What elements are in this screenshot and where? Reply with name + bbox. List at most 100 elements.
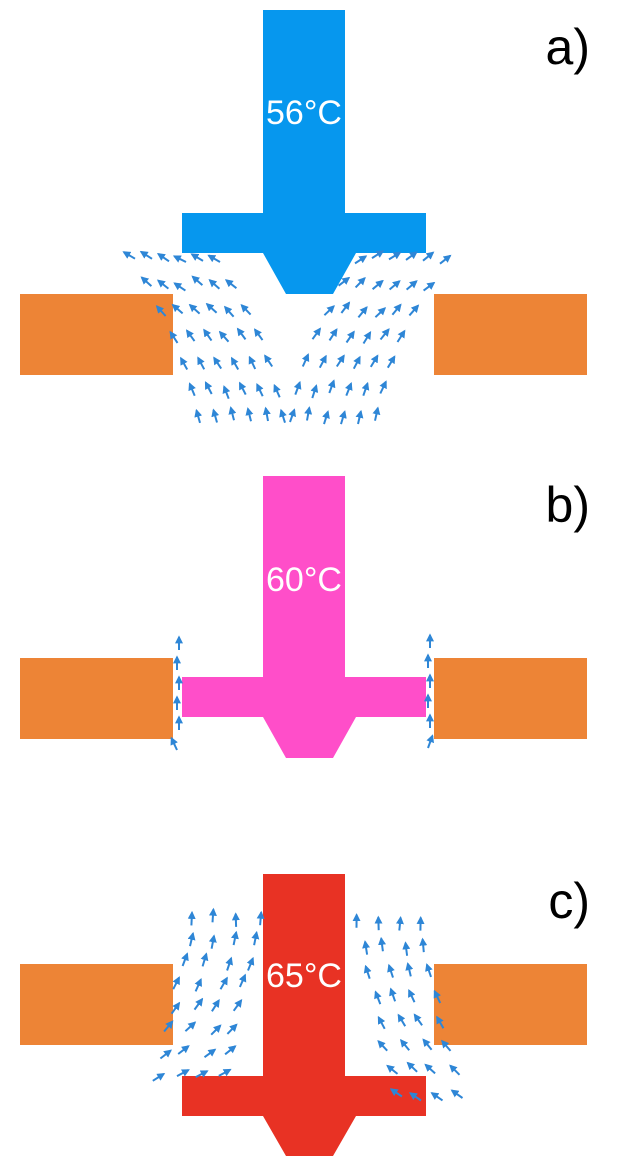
flow-arrow bbox=[386, 1064, 399, 1075]
flow-arrow bbox=[371, 279, 384, 290]
flow-arrow bbox=[213, 356, 223, 370]
flow-arrow bbox=[222, 385, 231, 400]
flow-arrow bbox=[155, 305, 167, 317]
flow-arrow bbox=[372, 406, 381, 421]
flow-arrow bbox=[374, 307, 387, 318]
panel-letter: c) bbox=[548, 873, 590, 929]
flow-arrow bbox=[197, 356, 206, 370]
flow-arrow bbox=[203, 328, 213, 342]
flow-arrow bbox=[337, 276, 351, 287]
flow-arrow bbox=[352, 355, 361, 370]
flow-arrow bbox=[377, 1015, 386, 1030]
flow-arrow bbox=[424, 1063, 436, 1075]
flow-arrow bbox=[369, 354, 379, 368]
flow-arrow bbox=[181, 952, 189, 967]
flow-arrow bbox=[279, 408, 287, 424]
flow-arrow bbox=[170, 736, 178, 751]
flow-arrow bbox=[396, 329, 406, 343]
flow-arrow bbox=[449, 1064, 461, 1076]
flow-arrow bbox=[223, 305, 235, 318]
right-block bbox=[434, 658, 587, 739]
flow-arrow bbox=[163, 1020, 174, 1033]
flow-arrow bbox=[218, 1068, 232, 1077]
flow-arrow bbox=[406, 1061, 418, 1073]
flow-arrow bbox=[248, 355, 257, 370]
flow-arrows bbox=[152, 907, 464, 1102]
flow-arrow bbox=[379, 328, 390, 341]
flow-arrow bbox=[293, 380, 302, 395]
flow-arrow bbox=[230, 356, 240, 370]
flow-arrow bbox=[176, 1069, 190, 1077]
flow-arrow bbox=[340, 301, 351, 314]
flow-arrow bbox=[188, 303, 201, 315]
flow-arrow bbox=[203, 1048, 217, 1059]
flow-arrow bbox=[236, 327, 247, 340]
flow-arrow bbox=[211, 408, 220, 423]
flow-arrow bbox=[256, 910, 265, 926]
flow-arrow bbox=[204, 381, 213, 395]
left-block bbox=[20, 964, 173, 1045]
flow-arrow bbox=[323, 305, 335, 316]
flow-arrow bbox=[378, 936, 387, 952]
flow-arrow bbox=[430, 1092, 444, 1102]
flow-arrow bbox=[397, 1013, 407, 1027]
flow-arrow bbox=[194, 978, 202, 992]
flow-arrow bbox=[191, 275, 204, 286]
flow-arrow bbox=[173, 282, 186, 292]
temperature-label: 56°C bbox=[266, 94, 342, 132]
flow-arrow bbox=[345, 382, 353, 396]
flow-arrow bbox=[363, 964, 372, 980]
flow-arrow bbox=[156, 279, 170, 290]
flow-arrow bbox=[224, 279, 238, 289]
flow-arrow bbox=[413, 1013, 423, 1026]
flow-arrow bbox=[402, 941, 411, 956]
flow-arrow bbox=[322, 410, 330, 425]
flow-arrow bbox=[304, 406, 313, 421]
flow-arrow bbox=[208, 279, 221, 290]
flow-arrow bbox=[301, 353, 310, 367]
flow-arrow bbox=[422, 1038, 433, 1051]
flow-arrow bbox=[232, 999, 243, 1012]
flow-arrow bbox=[436, 1015, 445, 1029]
flow-arrow bbox=[193, 997, 204, 1011]
flow-arrow bbox=[405, 962, 414, 977]
flow-arrow bbox=[228, 406, 237, 421]
panel-b: 60°C b) bbox=[20, 476, 590, 758]
panel-a: 56°C a) bbox=[20, 10, 590, 425]
flow-arrow bbox=[439, 254, 452, 265]
flow-arrow bbox=[152, 1073, 166, 1082]
flow-arrow bbox=[246, 956, 255, 971]
flow-arrow bbox=[345, 330, 355, 344]
flow-arrow bbox=[405, 251, 418, 261]
flow-arrow bbox=[386, 355, 396, 369]
flow-arrow bbox=[354, 276, 366, 289]
flow-arrow bbox=[210, 1024, 222, 1036]
flow-arrow bbox=[211, 999, 220, 1012]
flow-arrow bbox=[423, 281, 436, 292]
flow-arrow bbox=[361, 381, 370, 397]
panel-letter: b) bbox=[546, 477, 590, 533]
flow-arrow bbox=[374, 990, 382, 1005]
flow-arrow bbox=[318, 354, 327, 369]
flow-arrow bbox=[200, 952, 209, 967]
flow-arrow bbox=[226, 1023, 238, 1035]
flow-arrow bbox=[240, 304, 252, 316]
flow-arrow bbox=[395, 916, 404, 931]
flow-arrow bbox=[354, 255, 368, 265]
flow-arrow bbox=[190, 253, 204, 262]
flow-arrow bbox=[187, 910, 196, 926]
flow-arrow bbox=[184, 1021, 197, 1032]
flow-arrow bbox=[225, 956, 233, 971]
flow-arrow bbox=[377, 1040, 388, 1052]
flow-arrow bbox=[238, 381, 247, 396]
flow-arrow bbox=[245, 407, 254, 422]
flow-arrow bbox=[188, 382, 196, 397]
flow-arrow bbox=[253, 328, 264, 341]
flow-arrow bbox=[231, 930, 239, 946]
flow-arrow bbox=[391, 303, 402, 316]
flow-arrow bbox=[328, 328, 338, 341]
flow-arrow bbox=[387, 963, 395, 978]
flow-arrow bbox=[187, 931, 196, 947]
flow-arrow bbox=[218, 330, 230, 343]
flow-arrow bbox=[362, 331, 372, 345]
